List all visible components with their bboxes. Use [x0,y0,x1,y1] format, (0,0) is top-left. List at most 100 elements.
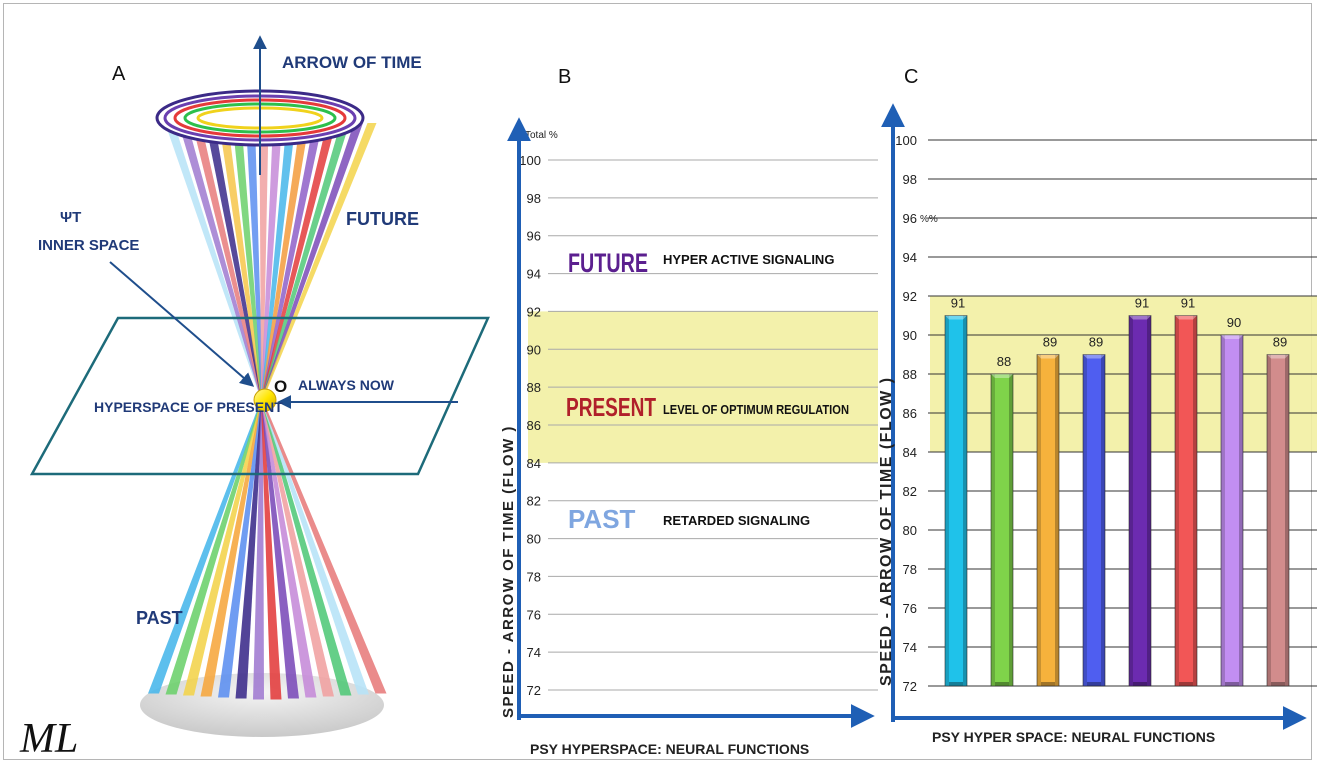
y-tick-label: 98 [527,191,541,206]
present-origin-dot [253,388,277,412]
bar [1036,354,1060,687]
hyperspace-plane [29,316,490,476]
label-arrow-of-time: ARROW OF TIME [282,53,422,72]
bar-foot [1225,682,1239,686]
bar-foot [1133,682,1147,686]
y-tick-label: 94 [903,250,917,265]
bar-shade [945,315,949,686]
zone-future-title: FUTURE [568,248,648,278]
y-tick-label: 76 [903,601,917,616]
y-tick-label: 74 [903,640,917,655]
panel-b-total-label: Total % [525,130,558,141]
label-hyperspace-of-present: HYPERSPACE OF PRESENT [94,399,283,415]
bar-top [945,315,967,320]
upper-ray [232,123,263,400]
y-tick-label: 100 [519,153,541,168]
y-tick-label: 78 [527,569,541,584]
bar-top [1083,354,1105,359]
bar [1174,315,1198,687]
bar-shade [1193,315,1197,686]
panel-a: A ARROW OF TIME FUTURE ΨT INNER SPACE O … [19,35,490,762]
bar-top [1129,315,1151,320]
upper-ray [246,123,263,400]
bar-shade [1221,335,1225,686]
label-future: FUTURE [346,209,419,229]
bar [990,373,1014,687]
bar-top [1221,335,1243,339]
zone-past-desc: RETARDED SIGNALING [663,513,810,528]
y-tick-label: 92 [527,304,541,319]
signature: ML [19,716,78,762]
bar-shade [1101,354,1105,686]
bar-top [1175,315,1197,320]
bar [1082,354,1106,687]
bar-foot [995,682,1009,686]
bar-top [1037,354,1059,359]
y-tick-label: 78 [903,562,917,577]
upper-ray [205,123,263,400]
zone-past-title: PAST [568,504,636,534]
upper-ray [261,123,323,400]
y-tick-label: 80 [903,523,917,538]
bar-foot [1041,682,1055,686]
label-origin: O [274,377,287,396]
bar-shade [963,315,967,686]
bar [1220,334,1244,687]
bar-shade [1009,374,1013,686]
upper-ray [192,123,263,400]
bar-shade [1267,354,1271,686]
y-tick-label: 76 [527,607,541,622]
bar-foot [949,682,963,686]
zone-present-desc: LEVEL OF OPTIMUM REGULATION [663,402,849,417]
upper-ray [261,123,336,400]
bar-shade [1175,315,1179,686]
inner-space-pointer [109,261,255,387]
upper-ray [219,123,263,400]
y-tick-label: 90 [903,328,917,343]
upper-ray [261,123,350,400]
upper-ray [261,123,363,400]
y-tick-label: 72 [903,679,917,694]
bar-shade [1037,354,1041,686]
label-psi-t: ΨT [60,209,81,226]
upper-ray [261,123,296,400]
panel-c-letter: C [904,66,918,88]
bar-value-label: 91 [1181,296,1195,311]
label-past: PAST [136,608,183,628]
bar-value-label: 91 [1135,296,1149,311]
bar-shade [1239,335,1243,686]
y-tick-label: 92 [903,289,917,304]
y-tick-label: 98 [903,172,917,187]
bar-value-label: 90 [1227,315,1241,330]
bar-foot [1087,682,1101,686]
label-inner-space: INNER SPACE [38,237,139,254]
panel-c-pct-label: %% [920,214,938,225]
upper-ray [259,123,269,400]
bar-foot [1179,682,1193,686]
upper-ray [261,123,377,400]
bar-value-label: 91 [951,296,965,311]
y-tick-label: 88 [527,380,541,395]
panel-a-letter: A [112,63,126,85]
bar-shade [1055,354,1059,686]
bar-value-label: 89 [1273,335,1287,350]
y-tick-label: 82 [903,484,917,499]
upper-ray [165,123,263,400]
bar-top [991,374,1013,378]
y-tick-label: 74 [527,645,541,660]
panel-b-x-label: PSY HYPERSPACE: NEURAL FUNCTIONS [530,741,809,757]
y-tick-label: 90 [527,342,541,357]
zone-present-title: PRESENT [566,392,656,422]
bar [944,315,968,687]
bar-value-label: 88 [997,354,1011,369]
y-tick-label: 96 [903,211,917,226]
y-tick-label: 80 [527,532,541,547]
bar-shade [1129,315,1133,686]
y-tick-label: 72 [527,683,541,698]
y-tick-label: 84 [903,445,917,460]
bar-value-label: 89 [1089,335,1103,350]
